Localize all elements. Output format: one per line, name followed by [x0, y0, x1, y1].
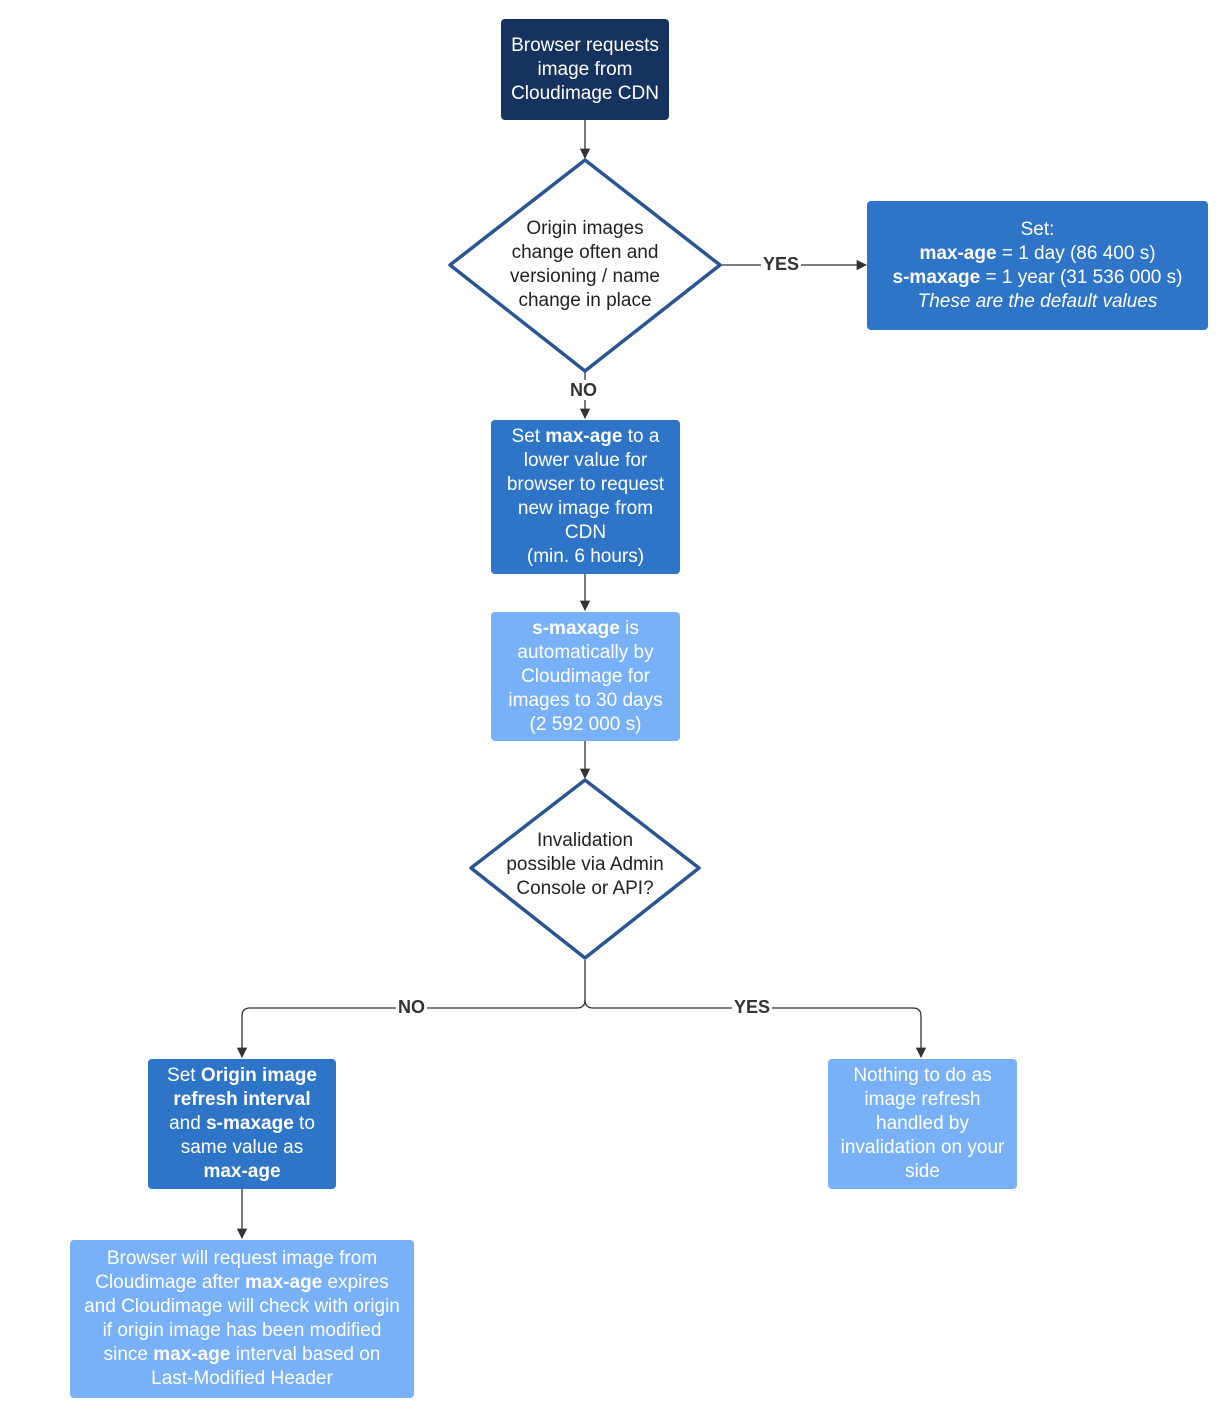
node-text-line: Cloudimage after max-age expires: [95, 1271, 389, 1295]
text-run: Cloudimage after: [95, 1272, 246, 1293]
node-text-line: Cloudimage CDN: [511, 82, 659, 104]
node-text-line: side: [905, 1161, 940, 1182]
node-default-values: Set: max-age = 1 day (86 400 s) s-maxage…: [867, 201, 1208, 330]
text-run: to: [293, 1113, 315, 1134]
node-text-line: Browser requests: [511, 34, 659, 56]
text-run: is: [619, 617, 639, 639]
node-text-line: Set max-age to a: [512, 425, 660, 449]
node-text-line: image from: [537, 58, 633, 80]
node-text-line: refresh interval: [173, 1088, 310, 1112]
decision-text-line: Console or API?: [516, 878, 654, 899]
decision-diamond-2: [469, 778, 701, 960]
text-run: expires: [322, 1272, 389, 1293]
text-run: interval based on: [230, 1344, 381, 1365]
node-nothing-to-do: Nothing to do as image refresh handled b…: [828, 1059, 1017, 1189]
node-text-line: (min. 6 hours): [526, 546, 645, 567]
node-text-line: and Cloudimage will check with origin: [84, 1296, 400, 1317]
node-text-line: Nothing to do as: [853, 1065, 992, 1086]
node-text-line: images to 30 days: [508, 689, 663, 711]
decision-text-line: Origin images: [526, 218, 644, 239]
node-browser-requests: Browser requests image from Cloudimage C…: [501, 19, 669, 120]
node-text-line: Set Origin image: [167, 1064, 317, 1088]
bold-term: max-age: [245, 1272, 323, 1293]
node-text-line: automatically by: [517, 641, 654, 663]
decision-text-line: versioning / name: [510, 266, 660, 287]
node-text-line: max-age = 1 day (86 400 s): [919, 242, 1155, 266]
bold-term: max-age: [203, 1161, 281, 1182]
node-text-line: lower value for: [523, 450, 648, 471]
node-text-line: same value as: [180, 1137, 304, 1158]
decision-2-text: Invalidation possible via Admin Console …: [490, 820, 680, 910]
node-text-line: browser to request: [506, 474, 665, 495]
bold-term: s-maxage: [892, 266, 981, 288]
node-text-line: since max-age interval based on: [104, 1343, 381, 1367]
edge-label-decision1-no: NO: [568, 380, 599, 400]
bold-term: max-age: [545, 426, 623, 447]
text-run: Set: [511, 426, 546, 447]
node-text-line: CDN: [564, 522, 607, 543]
node-text-line: Set:: [1020, 218, 1055, 240]
node-text-line: image refresh: [864, 1089, 981, 1110]
text-run: since: [103, 1344, 154, 1365]
edge-decision2-yes: [584, 999, 927, 1059]
bold-term: Origin image: [200, 1065, 317, 1086]
decision-text-line: possible via Admin: [506, 854, 664, 875]
node-text-line: max-age: [203, 1160, 280, 1184]
decision-text-line: change often and: [511, 242, 659, 263]
decision-diamond-1: [448, 158, 722, 373]
text-run: to a: [622, 426, 660, 447]
node-text-line: if origin image has been modified: [102, 1320, 382, 1341]
decision-text-line: Invalidation: [536, 830, 634, 851]
bold-term: max-age: [919, 242, 997, 264]
bold-term: refresh interval: [173, 1089, 311, 1110]
node-text-line: new image from: [517, 498, 654, 519]
node-set-origin-refresh: Set Origin image refresh interval and s-…: [148, 1059, 336, 1189]
edge-label-decision2-yes: YES: [732, 997, 773, 1017]
text-run: and: [169, 1113, 207, 1134]
node-text-line: s-maxage = 1 year (31 536 000 s): [893, 266, 1183, 290]
bold-term: s-maxage: [206, 1113, 294, 1134]
text-run: = 1 day (86 400 s): [996, 242, 1156, 264]
node-text-line: Last-Modified Header: [151, 1368, 333, 1389]
node-text-line: Cloudimage for: [521, 665, 650, 687]
text-run: = 1 year (31 536 000 s): [980, 266, 1183, 288]
decision-1-text: Origin images change often and versionin…: [480, 205, 690, 325]
node-text-line: (2 592 000 s): [529, 713, 642, 735]
node-text-line: invalidation on your: [840, 1137, 1005, 1158]
node-text-line: Browser will request image from: [106, 1248, 378, 1269]
edge-label-decision1-yes: YES: [761, 254, 802, 274]
node-s-maxage-auto: s-maxage is automatically by Cloudimage …: [491, 612, 680, 741]
node-text-line: s-maxage is: [532, 617, 639, 641]
italic-note: These are the default values: [917, 290, 1158, 312]
node-text-line: handled by: [876, 1113, 969, 1134]
bold-term: max-age: [153, 1344, 231, 1365]
node-browser-will-request: Browser will request image from Cloudima…: [70, 1240, 414, 1398]
node-text-line: and s-maxage to: [169, 1112, 315, 1136]
bold-term: s-maxage: [532, 617, 620, 639]
node-text-line: These are the default values: [918, 290, 1158, 314]
node-set-max-age: Set max-age to a lower value for browser…: [491, 420, 680, 574]
text-run: Set: [167, 1065, 201, 1086]
decision-text-line: change in place: [518, 290, 652, 311]
edge-label-decision2-no: NO: [396, 997, 427, 1017]
